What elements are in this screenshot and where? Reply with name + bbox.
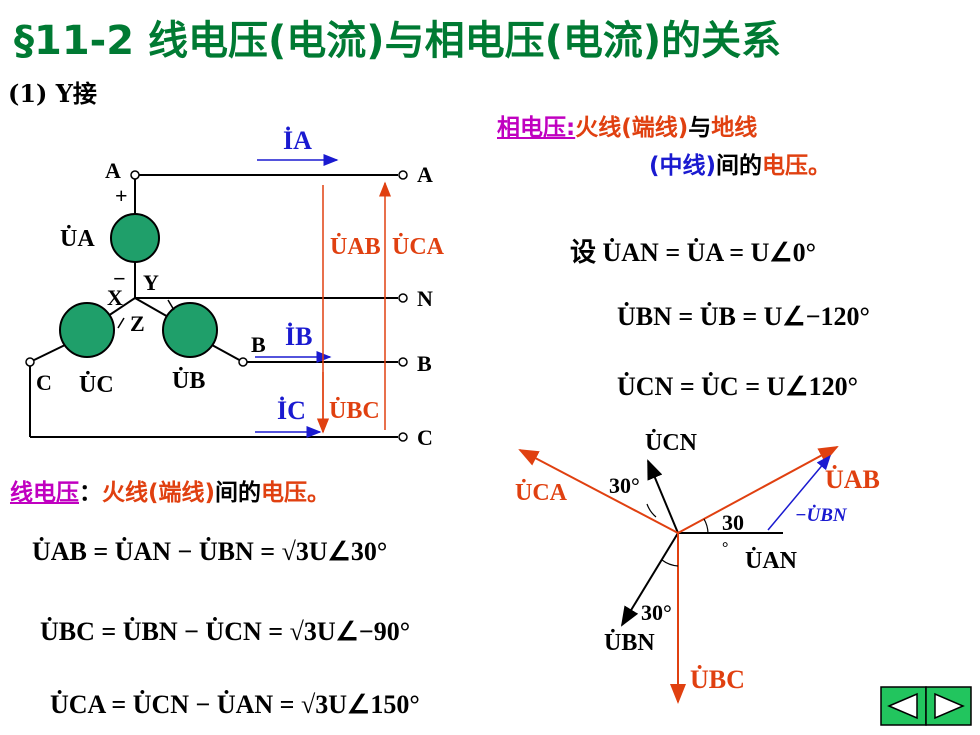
phase-def-part2: 与 [688, 115, 712, 141]
equation-ubn: U̇BN = U̇B = U∠−120° [617, 302, 870, 331]
phase-voltage-definition: 相电压:火线(端线)与地线 [497, 108, 757, 142]
phasor-label-ubc: U̇BC [690, 665, 745, 694]
line-voltage-term: 线电压 [10, 480, 79, 506]
label-ic: İC [277, 396, 306, 425]
equation-uca: U̇CA = U̇CN − U̇AN = √3U∠150° [50, 690, 420, 719]
phase-voltage-term: 相电压 [497, 115, 566, 141]
line-def-part2: 间的 [215, 480, 262, 506]
label-y: Y [143, 270, 159, 295]
label-minus: − [113, 266, 126, 291]
line-colon: ： [79, 480, 102, 506]
equation-uab: U̇AB = U̇AN − U̇BN = √3U∠30° [32, 537, 388, 566]
angle-label-2-degree: ° [722, 540, 729, 557]
label-uca-circuit: U̇CA [392, 234, 444, 260]
phase-def-part3: 地线 [711, 115, 758, 141]
phase-def-part1: 火线(端线) [575, 115, 689, 141]
line-def-part1: 火线(端线) [102, 480, 216, 506]
subtitle-y-connection: (1) Y接 [8, 79, 97, 108]
source-b [162, 302, 218, 358]
label-ia: İA [283, 126, 312, 155]
terminal-n: N [417, 286, 433, 311]
label-uab-circuit: U̇AB [330, 234, 381, 260]
label-b-mid: B [251, 332, 266, 357]
label-plus: + [115, 183, 128, 208]
prev-triangle-icon [887, 692, 918, 720]
line-def-part3: 电压。 [261, 480, 331, 506]
phasor-uca [518, 449, 679, 534]
phase-voltage-definition-line2: (中线)间的电压。 [649, 146, 831, 180]
phasor-minus-ubn [767, 454, 831, 531]
equation-ubc: U̇BC = U̇BN − U̇CN = √3U∠−90° [40, 617, 411, 646]
phase-def-line2a: (中线) [649, 153, 717, 179]
equation-uan: 设 U̇AN = U̇A = U∠0° [570, 238, 817, 267]
phase-colon: : [566, 115, 576, 141]
phasor-label-uca: U̇CA [515, 480, 567, 506]
terminal-a: A [417, 162, 433, 187]
phasor-label-uan: U̇AN [745, 548, 797, 574]
label-x: X [107, 285, 123, 310]
label-node-a: A [105, 158, 121, 183]
line-voltage-definition: 线电压：火线(端线)间的电压。 [10, 473, 330, 507]
page-title: §11-2 线电压(电流)与相电压(电流)的关系 [14, 18, 782, 64]
label-ib: İB [285, 322, 313, 351]
terminal-b: B [417, 351, 432, 376]
terminal-c: C [417, 425, 433, 450]
phasor-label-minus-ubn: −U̇BN [795, 505, 847, 526]
label-ubc-circuit: U̇BC [329, 398, 380, 424]
label-z: Z [130, 311, 145, 336]
label-ub: U̇B [172, 368, 206, 394]
source-c [59, 302, 115, 358]
label-c-left: C [36, 370, 52, 395]
label-ua: U̇A [60, 226, 95, 252]
next-triangle-icon [934, 692, 965, 720]
phasor-ubn [620, 532, 679, 627]
phasor-label-ubn: U̇BN [604, 630, 655, 656]
phasor-label-ucn: U̇CN [645, 430, 697, 456]
phasor-ucn [647, 459, 679, 534]
equation-ucn: U̇CN = U̇C = U∠120° [617, 372, 858, 401]
label-uc: U̇C [79, 372, 114, 398]
phase-def-line2b: 间的 [716, 153, 763, 179]
angle-label-1: 30° [609, 473, 640, 498]
angle-label-2: 30 [722, 510, 744, 535]
angle-label-3: 30° [641, 600, 672, 625]
source-a [110, 213, 160, 263]
phasor-label-uab: U̇AB [825, 465, 880, 494]
phase-def-line2c: 电压。 [762, 153, 832, 179]
slide-navigation [880, 686, 972, 726]
phasor-uab [677, 446, 839, 534]
